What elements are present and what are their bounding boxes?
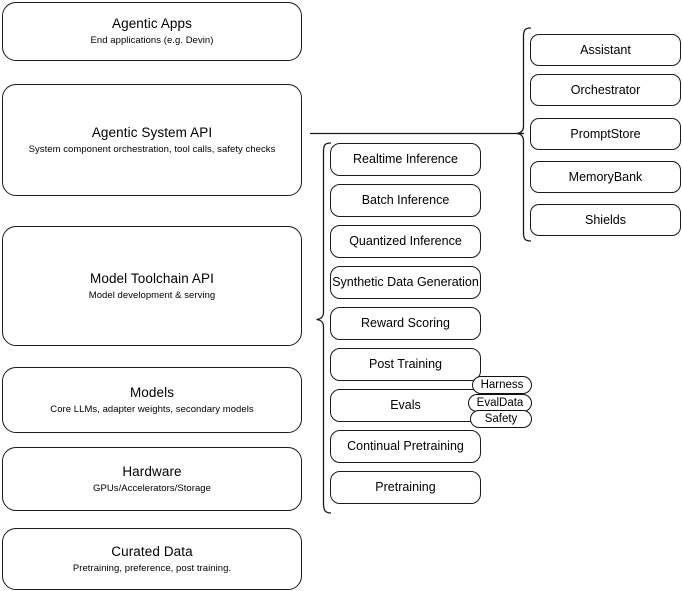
toolchain-item-batch-inference[interactable]: Batch Inference: [330, 184, 481, 217]
toolchain-item-synthetic-data-generation[interactable]: Synthetic Data Generation: [330, 266, 481, 299]
layer-box-curated-data[interactable]: Curated Data Pretraining, preference, po…: [2, 528, 302, 590]
layer-box-model-toolchain-api[interactable]: Model Toolchain API Model development & …: [2, 226, 302, 346]
layer-subtitle: End applications (e.g. Devin): [90, 35, 214, 46]
toolchain-item-label: Post Training: [369, 357, 442, 371]
toolchain-item-evals[interactable]: Evals: [330, 389, 481, 422]
layer-title: Models: [129, 384, 175, 400]
layer-box-agentic-apps[interactable]: Agentic Apps End applications (e.g. Devi…: [2, 2, 302, 61]
toolchain-item-label: Batch Inference: [361, 193, 450, 207]
evals-badge-harness[interactable]: Harness: [472, 376, 532, 394]
layer-subtitle: GPUs/Accelerators/Storage: [93, 482, 211, 494]
system-component-label: Assistant: [580, 42, 631, 57]
system-component-label: PromptStore: [570, 126, 641, 141]
layer-subtitle: System component orchestration, tool cal…: [28, 143, 276, 155]
layer-title: Agentic System API: [91, 124, 213, 140]
toolchain-item-reward-scoring[interactable]: Reward Scoring: [330, 307, 481, 340]
layer-box-models[interactable]: Models Core LLMs, adapter weights, secon…: [2, 367, 302, 433]
evals-badge-safety[interactable]: Safety: [470, 410, 532, 428]
layer-subtitle: Model development & serving: [88, 289, 216, 301]
evals-badge-label: EvalData: [476, 396, 524, 409]
toolchain-item-label: Continual Pretraining: [347, 439, 464, 453]
toolchain-item-label: Synthetic Data Generation: [332, 275, 479, 289]
toolchain-item-post-training[interactable]: Post Training: [330, 348, 481, 381]
toolchain-item-label: Evals: [390, 398, 421, 412]
system-component-label: Orchestrator: [570, 82, 641, 97]
layer-box-agentic-system-api[interactable]: Agentic System API System component orch…: [2, 84, 302, 196]
toolchain-item-realtime-inference[interactable]: Realtime Inference: [330, 143, 481, 176]
toolchain-item-pretraining[interactable]: Pretraining: [330, 471, 481, 504]
toolchain-item-label: Reward Scoring: [361, 316, 450, 330]
system-component-promptstore[interactable]: PromptStore: [530, 118, 681, 150]
toolchain-item-label: Pretraining: [375, 480, 436, 494]
layer-box-hardware[interactable]: Hardware GPUs/Accelerators/Storage: [2, 447, 302, 511]
toolchain-item-label: Quantized Inference: [349, 234, 462, 248]
evals-badge-label: Harness: [480, 378, 524, 391]
toolchain-item-label: Realtime Inference: [353, 152, 458, 166]
toolchain-item-quantized-inference[interactable]: Quantized Inference: [330, 225, 481, 258]
layer-title: Hardware: [122, 463, 182, 479]
system-component-label: Shields: [585, 212, 626, 227]
brace-system-components: [516, 27, 532, 242]
system-component-label: MemoryBank: [568, 169, 643, 184]
layer-title: Curated Data: [111, 543, 193, 559]
system-component-orchestrator[interactable]: Orchestrator: [530, 74, 681, 106]
system-component-shields[interactable]: Shields: [530, 204, 681, 236]
layer-title: Agentic Apps: [111, 16, 192, 31]
layer-title: Model Toolchain API: [90, 270, 214, 286]
brace-toolchain-items: [316, 142, 332, 514]
layer-subtitle: Pretraining, preference, post training.: [72, 562, 232, 574]
system-component-memorybank[interactable]: MemoryBank: [530, 161, 681, 193]
layer-subtitle: Core LLMs, adapter weights, secondary mo…: [50, 403, 254, 415]
system-component-assistant[interactable]: Assistant: [530, 34, 681, 66]
toolchain-item-continual-pretraining[interactable]: Continual Pretraining: [330, 430, 481, 463]
evals-badge-label: Safety: [484, 412, 518, 425]
